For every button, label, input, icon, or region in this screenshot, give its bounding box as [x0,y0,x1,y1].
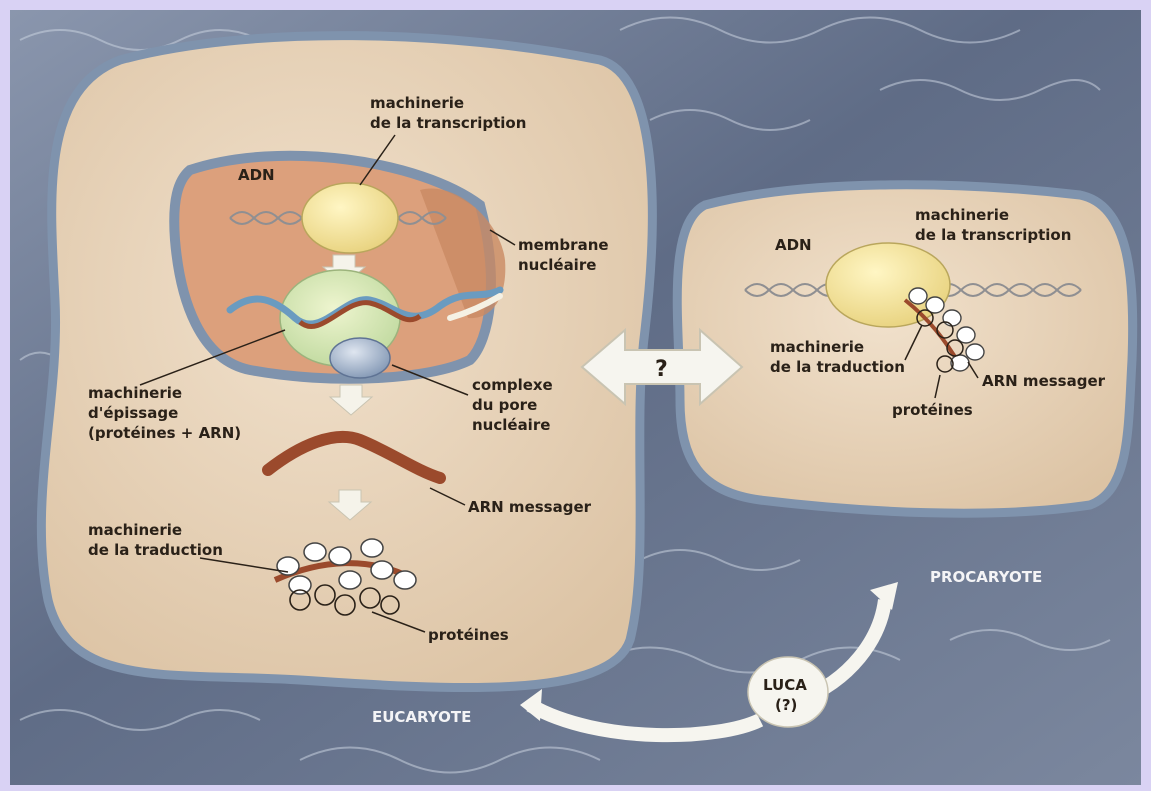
membrane-label-2: nucléaire [518,256,596,274]
pore-label-3: nucléaire [472,416,550,434]
prokaryote-translation-label-1: machinerie [770,338,864,356]
splicing-label-2: d'épissage [88,404,178,422]
eukaryote-title: EUCARYOTE [372,708,471,726]
eukaryote-transcription-label-2: de la transcription [370,114,526,132]
luca-label-1: LUCA [763,676,807,694]
eukaryote-transcription-label-1: machinerie [370,94,464,112]
question-mark: ? [655,357,668,382]
eukaryote-dna-label: ADN [238,166,275,184]
splicing-label-1: machinerie [88,384,182,402]
prokaryote-title: PROCARYOTE [930,568,1042,586]
prokaryote-mrna-label: ARN messager [982,372,1106,390]
eukaryote-translation-label-1: machinerie [88,521,182,539]
luca-label-2: (?) [775,696,797,714]
eukaryote-mrna-label: ARN messager [468,498,592,516]
pore-label-1: complexe [472,376,553,394]
prokaryote-proteins-label: protéines [892,401,973,419]
prokaryote-dna-label: ADN [775,236,812,254]
nuclear-pore-complex [330,338,390,378]
prokaryote-translation-label-2: de la traduction [770,358,905,376]
prokaryote-transcription-label-2: de la transcription [915,226,1071,244]
pore-label-2: du pore [472,396,537,414]
eukaryote-proteins-label: protéines [428,626,509,644]
membrane-label-1: membrane [518,236,609,254]
eukaryote-transcription-complex [302,183,398,253]
splicing-label-3: (protéines + ARN) [88,424,241,442]
prokaryote-transcription-label-1: machinerie [915,206,1009,224]
eukaryote-translation-label-2: de la traduction [88,541,223,559]
